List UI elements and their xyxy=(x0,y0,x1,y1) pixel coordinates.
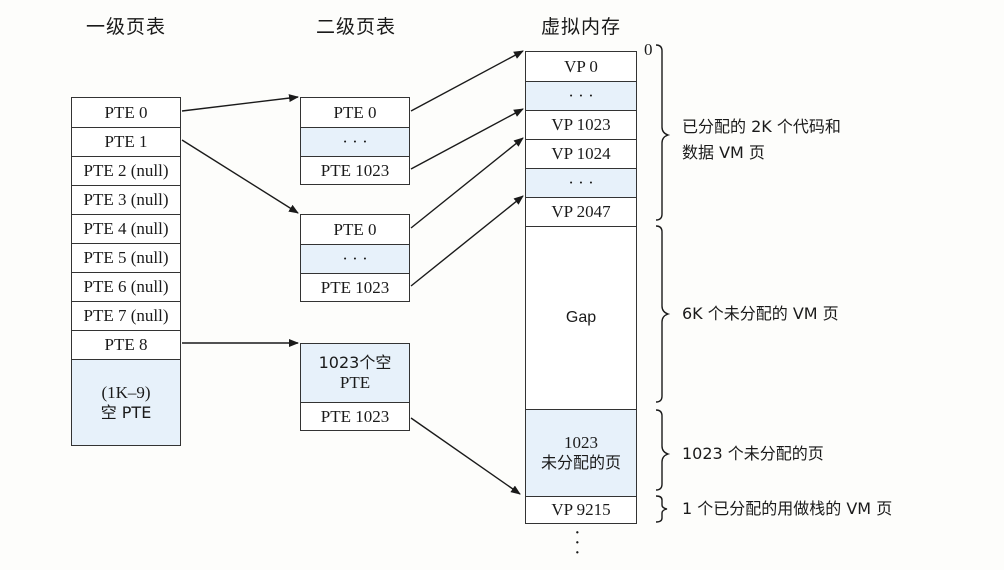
arrow-l1pte1-to-l2b xyxy=(181,139,299,214)
vm-title: 虚拟内存 xyxy=(541,16,622,38)
note-unallocated-1023: 1023 个未分配的页 xyxy=(682,444,824,463)
vp-0: VP 0 xyxy=(526,52,636,81)
note-gap: 6K 个未分配的 VM 页 xyxy=(682,304,839,323)
brace-stack-page xyxy=(655,495,668,523)
note-stack-page: 1 个已分配的用做栈的 VM 页 xyxy=(682,499,893,518)
l1-empty-ptes: (1K–9) 空 PTE xyxy=(72,359,180,445)
l2a-pte-1023: PTE 1023 xyxy=(301,156,409,184)
l1-pte-6: PTE 6 (null) xyxy=(72,272,180,301)
l1-pte-0: PTE 0 xyxy=(72,98,180,127)
l2c-pte-1023: PTE 1023 xyxy=(301,402,409,430)
l1-pte-1: PTE 1 xyxy=(72,127,180,156)
vp-2047: VP 2047 xyxy=(526,197,636,226)
level2-title: 二级页表 xyxy=(316,16,397,38)
l1-pte-5: PTE 5 (null) xyxy=(72,243,180,272)
vm-unallocated-1023: 1023 未分配的页 xyxy=(526,409,636,496)
vp-ellipsis-2: · · · xyxy=(526,168,636,197)
l1-pte-3: PTE 3 (null) xyxy=(72,185,180,214)
vp-1024: VP 1024 xyxy=(526,139,636,168)
level1-title: 一级页表 xyxy=(86,16,167,38)
vp-ellipsis-1: · · · xyxy=(526,81,636,110)
vp-9215: VP 9215 xyxy=(526,496,636,523)
arrow-l2a-pte0-to-vp0 xyxy=(410,50,524,112)
arrow-l2b-pte1023-to-vp2047 xyxy=(410,195,524,287)
vm-gap: Gap xyxy=(526,226,636,409)
l2a-pte-0: PTE 0 xyxy=(301,98,409,127)
l2b-pte-0: PTE 0 xyxy=(301,215,409,244)
l2c-empty-ptes: 1023个空 PTE xyxy=(301,344,409,402)
level2-page-table-0: PTE 0 · · · PTE 1023 xyxy=(300,97,410,185)
l2b-pte-1023: PTE 1023 xyxy=(301,273,409,301)
arrow-l2a-pte1023-to-vp1023 xyxy=(410,108,524,170)
arrow-l2b-pte0-to-vp1024 xyxy=(410,137,524,229)
vm-continuation-dots: ··· xyxy=(574,522,581,564)
level2-page-table-1: PTE 0 · · · PTE 1023 xyxy=(300,214,410,302)
vm-start-address: 0 xyxy=(644,40,653,59)
vp-1023: VP 1023 xyxy=(526,110,636,139)
l1-pte-8: PTE 8 xyxy=(72,330,180,359)
level2-page-table-8: 1023个空 PTE PTE 1023 xyxy=(300,343,410,431)
level1-page-table: PTE 0 PTE 1 PTE 2 (null) PTE 3 (null) PT… xyxy=(71,97,181,446)
l1-pte-2: PTE 2 (null) xyxy=(72,156,180,185)
brace-allocated-code-data xyxy=(655,44,671,221)
note-allocated-code-data: 已分配的 2K 个代码和 数据 VM 页 xyxy=(682,117,841,162)
arrow-l2c-pte1023-to-vp9215 xyxy=(410,417,521,495)
l2b-ellipsis: · · · xyxy=(301,244,409,273)
arrow-l1pte0-to-l2a xyxy=(181,94,299,112)
virtual-memory: VP 0 · · · VP 1023 VP 1024 · · · VP 2047… xyxy=(525,51,637,524)
brace-unallocated-1023 xyxy=(655,409,671,491)
brace-gap xyxy=(655,225,671,403)
l2a-ellipsis: · · · xyxy=(301,127,409,156)
l1-pte-7: PTE 7 (null) xyxy=(72,301,180,330)
l1-pte-4: PTE 4 (null) xyxy=(72,214,180,243)
